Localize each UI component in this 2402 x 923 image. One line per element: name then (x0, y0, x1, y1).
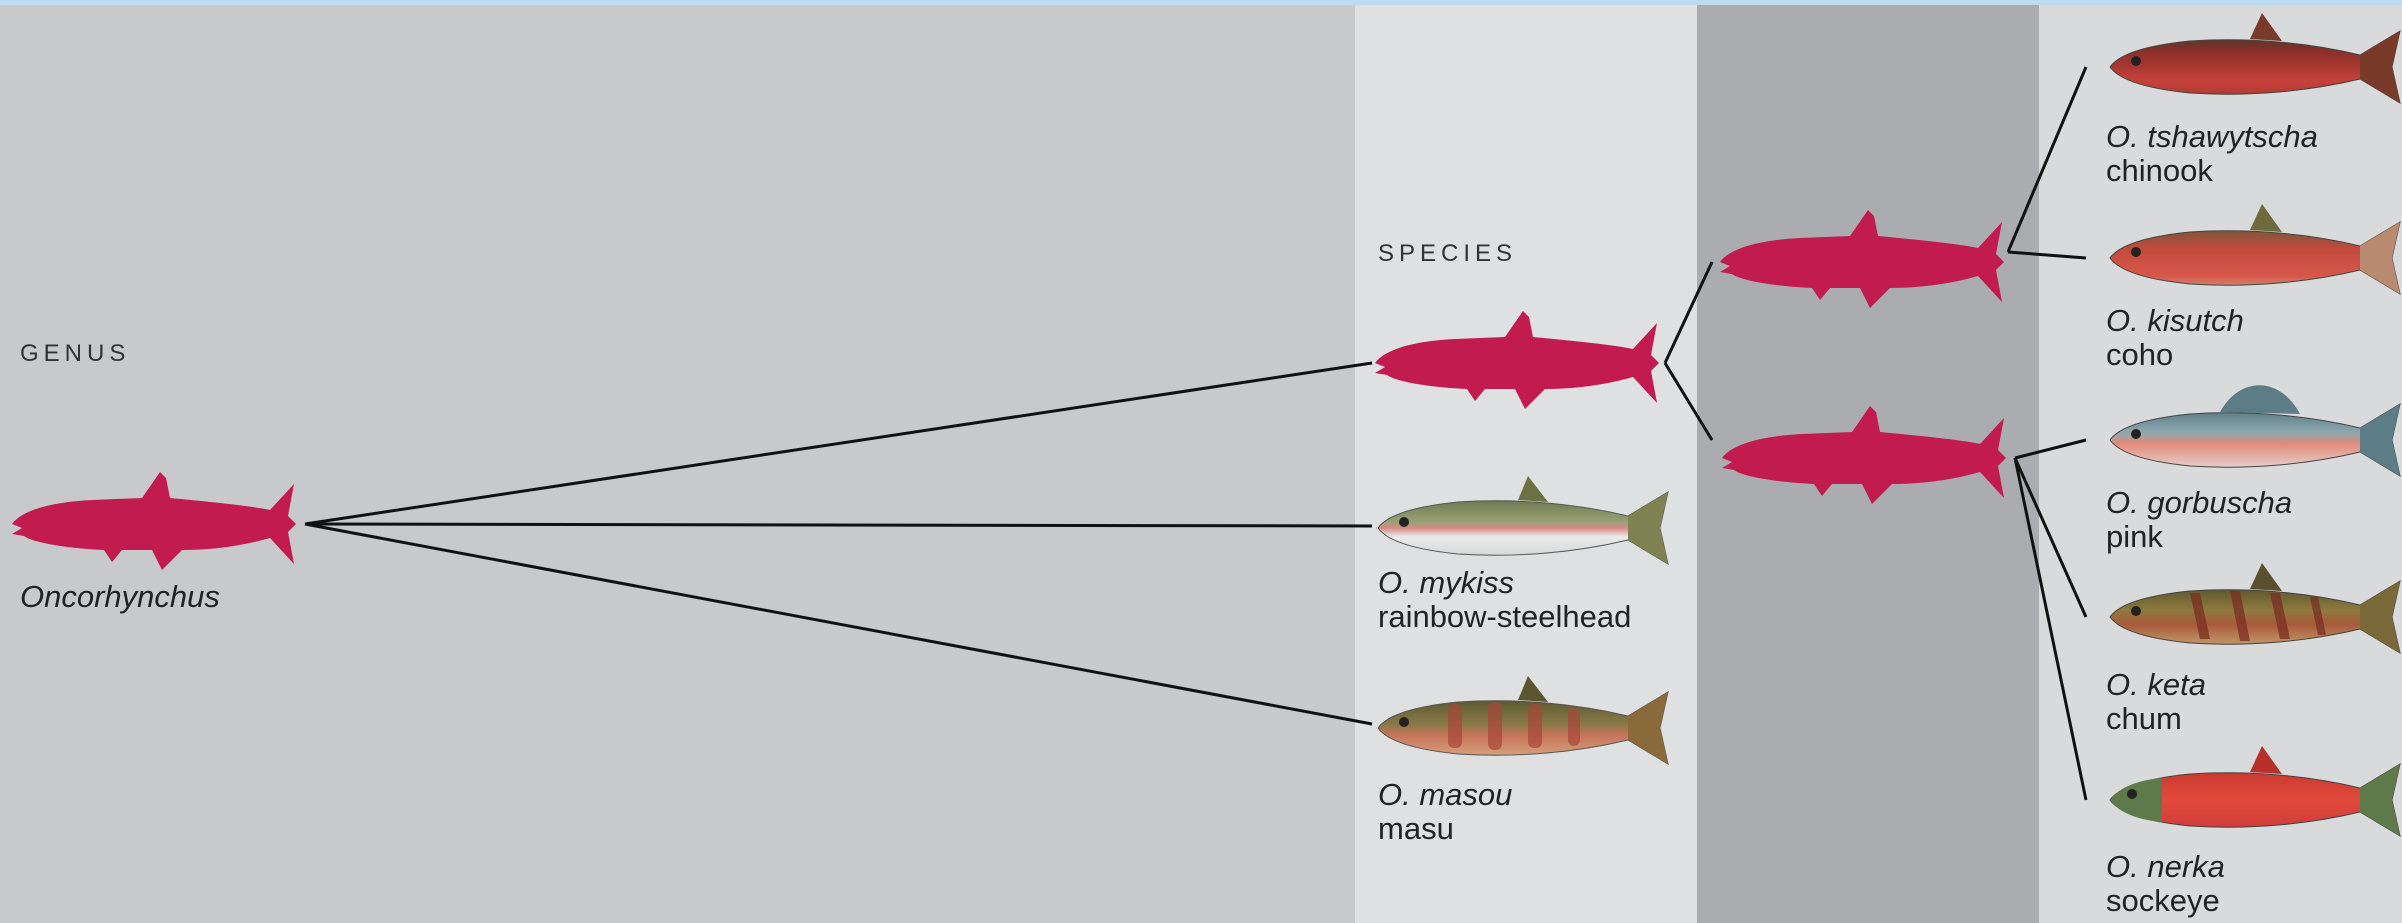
species-label-nerka: O. nerka sockeye (2106, 850, 2225, 918)
pink-fish-illustration (2110, 385, 2400, 476)
common-name: coho (2106, 338, 2244, 372)
scientific-name: O. mykiss (1378, 566, 1631, 600)
species-label-mykiss: O. mykiss rainbow-steelhead (1378, 566, 1631, 634)
scientific-name: O. kisutch (2106, 304, 2244, 338)
genus-heading: GENUS (20, 340, 130, 368)
scientific-name: O. nerka (2106, 850, 2225, 884)
coho-fish-illustration (2110, 204, 2400, 294)
genus-silhouette-fish (12, 472, 296, 570)
chum-fish-illustration (2110, 563, 2400, 653)
scientific-name: O. gorbuscha (2106, 486, 2292, 520)
species-heading: SPECIES (1378, 240, 1517, 268)
common-name: pink (2106, 520, 2292, 554)
species-label-kisutch: O. kisutch coho (2106, 304, 2244, 372)
common-name: chum (2106, 702, 2206, 736)
common-name: rainbow-steelhead (1378, 600, 1631, 634)
species-label-keta: O. keta chum (2106, 668, 2206, 736)
rainbow-steelhead-fish-illustration (1378, 476, 1668, 564)
chinook-fish-illustration (2110, 13, 2400, 103)
scientific-name: O. keta (2106, 668, 2206, 702)
common-name: sockeye (2106, 884, 2225, 918)
species-label-tshawytscha: O. tshawytscha chinook (2106, 120, 2318, 188)
scientific-name: O. tshawytscha (2106, 120, 2318, 154)
clade-silhouette-fish-lower (1722, 406, 2006, 504)
sockeye-fish-illustration (2110, 746, 2400, 836)
species-label-masou: O. masou masu (1378, 778, 1512, 846)
common-name: chinook (2106, 154, 2318, 188)
common-name: masu (1378, 812, 1512, 846)
masu-fish-illustration (1378, 676, 1668, 764)
species-silhouette-fish (1375, 311, 1659, 409)
scientific-name: O. masou (1378, 778, 1512, 812)
clade-silhouette-fish-upper (1720, 210, 2004, 308)
genus-name: Oncorhynchus (20, 580, 220, 614)
species-label-gorbuscha: O. gorbuscha pink (2106, 486, 2292, 554)
